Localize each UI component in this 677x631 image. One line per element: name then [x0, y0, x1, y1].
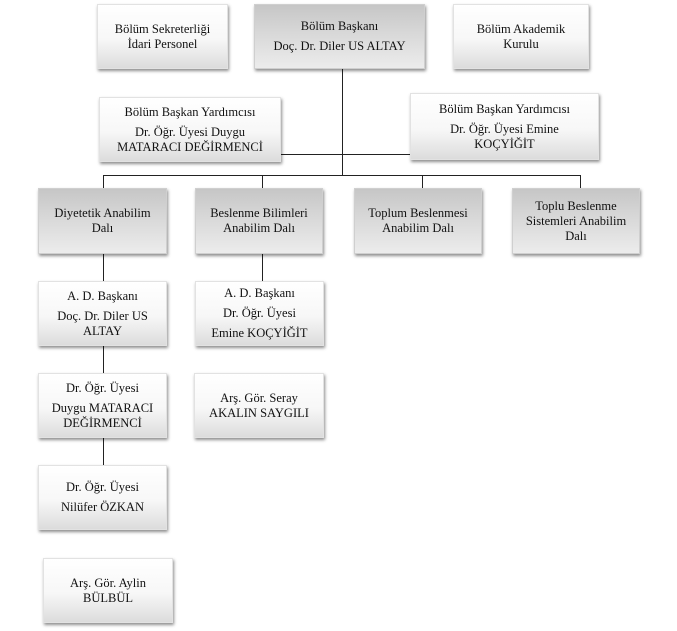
box-line: Bölüm Akademik	[476, 21, 566, 36]
box-line: Toplum Beslenmesi	[368, 206, 468, 220]
dept-mass-nutrition-box: Toplu Beslenme Sistemleri Anabilim Dalı	[512, 188, 640, 254]
box-line: Dalı	[565, 228, 587, 243]
box-line: Doç. Dr. Diler US	[57, 308, 148, 323]
dept-dietetics-box: Diyetetik Anabilim Dalı	[38, 188, 167, 254]
connector-line	[262, 254, 263, 281]
box-line: Nilüfer ÖZKAN	[61, 500, 144, 514]
connector-line	[103, 254, 104, 282]
connector-line	[103, 346, 104, 373]
nutrition-sciences-assistant-box: Arş. Gör. Seray AKALIN SAYGILI	[194, 373, 324, 438]
box-line: A. D. Başkanı	[67, 288, 138, 303]
dietetics-assistant-box: Arş. Gör. Aylin BÜLBÜL	[43, 558, 173, 623]
box-line: Arş. Gör. Seray	[220, 390, 298, 405]
dept-nutrition-sciences-box: Beslenme Bilimleri Anabilim Dalı	[195, 188, 323, 254]
secretariat-box: Bölüm Sekreterliği İdari Personel	[97, 4, 228, 69]
box-line: Dr. Öğr. Üyesi	[66, 480, 139, 494]
box-line: DEĞİRMENCİ	[63, 415, 142, 430]
box-line: İdari Personel	[127, 36, 198, 51]
connector-line	[580, 175, 581, 188]
deputy-head-box-1: Bölüm Başkan Yardımcısı Dr. Öğr. Üyesi D…	[99, 97, 281, 162]
box-line: Bölüm Başkan Yardımcısı	[439, 101, 570, 116]
connector-line	[281, 154, 411, 155]
box-line: A. D. Başkanı	[224, 286, 295, 300]
academic-board-box: Bölüm Akademik Kurulu	[453, 4, 589, 69]
box-line: Bölüm Başkan Yardımcısı	[124, 104, 256, 119]
dietetics-member-box-1: Dr. Öğr. Üyesi Duygu MATARACI DEĞİRMENCİ	[38, 373, 167, 438]
box-line: AKALIN SAYGILI	[209, 405, 309, 420]
box-line: Toplu Beslenme	[535, 198, 617, 213]
box-line: BÜLBÜL	[83, 590, 133, 605]
box-line: Anabilim Dalı	[382, 221, 454, 235]
dietetics-member-box-2: Dr. Öğr. Üyesi Nilüfer ÖZKAN	[38, 465, 167, 530]
deputy-head-box-2: Bölüm Başkan Yardımcısı Dr. Öğr. Üyesi E…	[410, 93, 599, 160]
department-head-box: Bölüm Başkanı Doç. Dr. Diler US ALTAY	[254, 4, 425, 69]
box-line: Dr. Öğr. Üyesi Duygu	[134, 124, 246, 139]
connector-line	[103, 175, 581, 176]
box-line: Dalı	[91, 221, 114, 235]
box-line: Dr. Öğr. Üyesi	[66, 380, 139, 395]
box-line: Bölüm Sekreterliği	[114, 21, 211, 36]
connector-line	[422, 175, 423, 188]
box-line: Dr. Öğr. Üyesi Emine	[450, 121, 559, 136]
box-line: Duygu MATARACI	[51, 400, 154, 415]
box-line: Anabilim Dalı	[223, 221, 295, 235]
box-line: Arş. Gör. Aylin	[70, 575, 146, 590]
connector-line	[103, 438, 104, 465]
connector-line	[262, 175, 263, 188]
box-line: Kurulu	[503, 36, 539, 51]
box-line: Dr. Öğr. Üyesi	[223, 306, 296, 320]
box-line: Emine KOÇYİĞİT	[211, 326, 308, 340]
box-line: ALTAY	[82, 323, 123, 338]
connector-line	[342, 69, 343, 176]
box-line: Doç. Dr. Diler US ALTAY	[273, 39, 406, 53]
box-line: KOÇYİĞİT	[474, 136, 535, 151]
box-line: Sistemleri Anabilim	[525, 213, 627, 228]
box-line: Beslenme Bilimleri	[210, 206, 308, 220]
dept-public-nutrition-box: Toplum Beslenmesi Anabilim Dalı	[354, 188, 482, 254]
connector-line	[103, 175, 104, 188]
box-line: Diyetetik Anabilim	[54, 206, 151, 220]
box-line: Bölüm Başkanı	[300, 19, 379, 33]
box-line: MATARACI DEĞİRMENCİ	[117, 139, 263, 154]
nutrition-sciences-head-box: A. D. Başkanı Dr. Öğr. Üyesi Emine KOÇYİ…	[195, 281, 324, 346]
dietetics-head-box: A. D. Başkanı Doç. Dr. Diler US ALTAY	[38, 281, 167, 346]
